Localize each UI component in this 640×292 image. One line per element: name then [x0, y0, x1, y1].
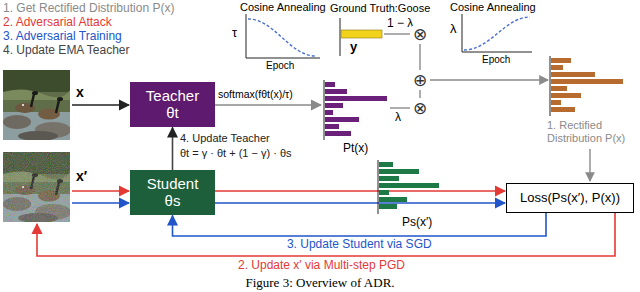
svg-rect — [3, 152, 70, 222]
svg-path — [390, 107, 410, 108]
student-histogram — [378, 160, 439, 214]
axis-label: Epoch — [266, 60, 294, 72]
connector-arrow — [173, 213, 547, 236]
svg-path — [462, 14, 532, 52]
edge-label: 3. Update Student via SGD — [287, 238, 432, 252]
chart-title: Cosine Annealing — [240, 1, 326, 14]
svg-rect — [325, 124, 339, 129]
svg-path — [589, 149, 590, 181]
arrow-label: softmax(fθt(x)/τ) — [218, 88, 293, 100]
step-legend-text: 3. Adversarial Training — [3, 30, 122, 44]
svg-rect — [325, 110, 333, 115]
svg-use — [3, 152, 70, 222]
step-legend-text: 2. Adversarial Attack — [3, 16, 112, 30]
teacher-box: Teacher θt — [130, 82, 215, 127]
svg-path — [215, 104, 321, 106]
axis-label: Epoch — [482, 54, 510, 66]
step-label: 4. Update Teacher — [180, 132, 270, 145]
svg-rect — [551, 58, 571, 63]
svg-path — [384, 33, 410, 34]
svg-path — [37, 213, 615, 256]
svg-rect — [325, 82, 335, 87]
step-label: 2. Update x′ via Multi-step PGD — [238, 259, 405, 273]
cosine-chart-tau — [246, 14, 320, 58]
svg-path — [248, 19, 316, 56]
svg-path — [324, 80, 325, 140]
svg-rect — [379, 169, 419, 174]
svg-rect — [551, 107, 575, 112]
svg-path — [550, 56, 551, 116]
distribution-label: Pt(x) — [343, 142, 368, 156]
input-image — [3, 70, 70, 140]
loss-box: Loss(Ps(x′), P(x)) — [506, 183, 634, 213]
svg-rect — [379, 197, 407, 202]
distribution-label: Ps(x′) — [402, 216, 432, 230]
connector-arrow — [215, 202, 505, 204]
box-text: Student θs — [138, 175, 207, 210]
chart-symbol: y — [350, 40, 357, 55]
teacher-histogram — [324, 80, 387, 140]
cosine-chart-lambda — [462, 14, 532, 52]
input-symbol: x — [76, 84, 84, 100]
svg-rect — [325, 117, 359, 122]
svg-path — [72, 104, 129, 106]
svg-rect — [551, 72, 595, 77]
operator-symbol: ⊗ — [412, 100, 428, 117]
svg-use — [3, 70, 70, 140]
svg-rect — [551, 79, 623, 84]
adversarial-image — [3, 152, 70, 222]
svg-rect — [379, 190, 389, 195]
mixing-lines — [384, 34, 590, 181]
axis-label: τ — [232, 26, 237, 41]
svg-path — [72, 190, 129, 192]
svg-rect — [379, 176, 399, 181]
step-legend-text: 1. Get Rectified Distribution P(x) — [3, 2, 174, 16]
svg-rect — [379, 162, 393, 167]
operator-symbol: ⊗ — [412, 26, 428, 43]
svg-rect — [325, 89, 347, 94]
step-legend-text: 4. Update EMA Teacher — [3, 44, 130, 58]
svg-rect — [325, 103, 343, 108]
svg-path — [246, 14, 320, 58]
input-arrows — [37, 105, 615, 256]
student-box: Student θs — [130, 170, 215, 215]
connector-arrow — [172, 128, 174, 171]
svg-rect — [325, 131, 351, 136]
connector-arrow — [215, 190, 505, 192]
figure-caption: Figure 3: Overview of ADR. — [245, 276, 394, 291]
svg-path — [419, 90, 420, 98]
svg-rect — [379, 204, 397, 209]
step-label: 1. Rectified Distribution P(x) — [547, 119, 637, 144]
operator-symbol: ⊕ — [412, 72, 428, 89]
ground-truth-bars — [340, 18, 382, 56]
svg-rect — [341, 30, 382, 38]
svg-rect — [551, 86, 567, 91]
svg-path — [378, 160, 379, 214]
box-text: Loss(Ps(x′), P(x)) — [520, 191, 620, 206]
weight-label: λ — [395, 111, 401, 125]
svg-path — [419, 44, 420, 70]
rectified-histogram — [550, 56, 623, 116]
svg-path — [430, 79, 548, 80]
box-text: Teacher θt — [138, 87, 207, 122]
svg-rect — [551, 93, 581, 98]
chart-title: Ground Truth:Goose — [330, 2, 430, 15]
svg-rect — [379, 183, 439, 188]
svg-path — [464, 17, 530, 50]
input-symbol: x′ — [76, 168, 87, 184]
chart-title: Cosine Annealing — [450, 1, 536, 14]
svg-path — [72, 202, 129, 204]
update-formula: θt = γ · θt + (1 − γ) · θs — [180, 147, 292, 160]
axis-label: λ — [450, 22, 457, 37]
weight-label: 1 − λ — [387, 17, 413, 31]
svg-rect — [325, 96, 387, 101]
svg-path — [340, 18, 341, 56]
svg-rect — [551, 65, 563, 70]
svg-rect — [551, 100, 561, 105]
